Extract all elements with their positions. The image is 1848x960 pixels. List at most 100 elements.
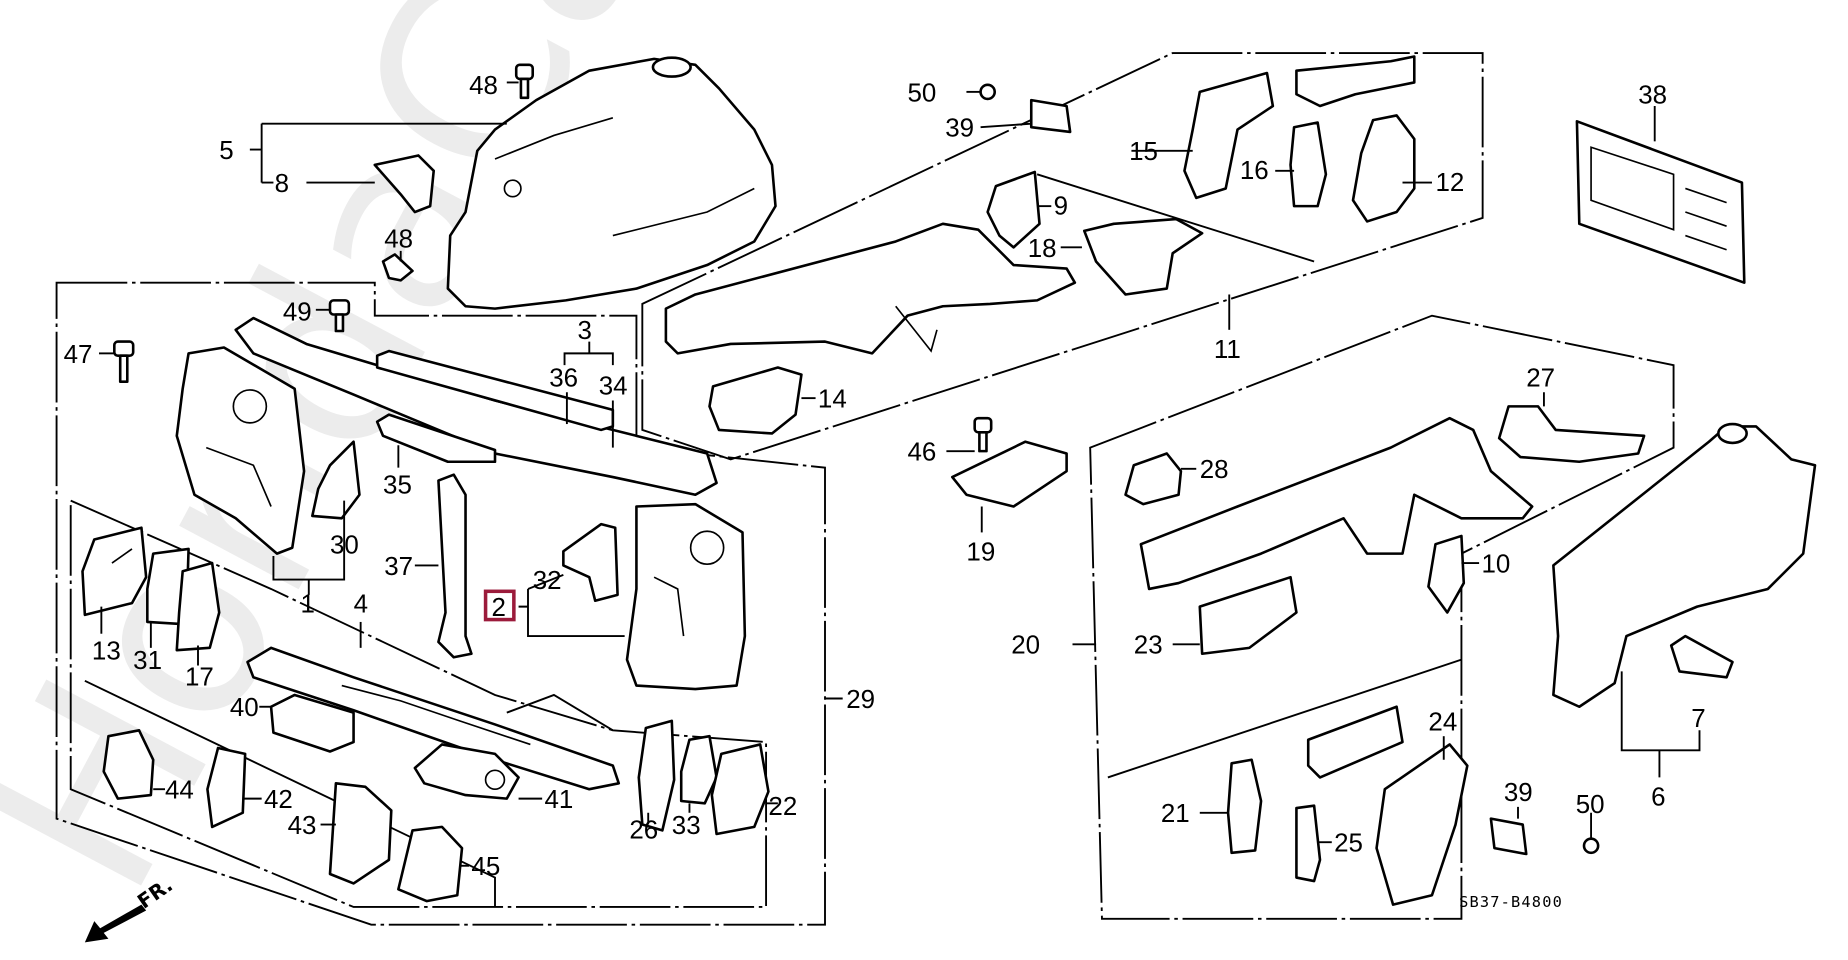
part-19-bracket[interactable] [950, 440, 1068, 508]
part-37-stay[interactable] [437, 473, 473, 659]
label-18[interactable]: 18 [1028, 235, 1057, 263]
part-43-bracket[interactable] [328, 782, 393, 885]
label-23[interactable]: 23 [1134, 632, 1163, 660]
label-50-bottom[interactable]: 50 [1576, 791, 1605, 819]
label-35[interactable]: 35 [383, 472, 412, 500]
label-31[interactable]: 31 [133, 647, 162, 675]
part-rail-stub[interactable] [1306, 705, 1404, 779]
part-28-bracket[interactable] [1124, 452, 1183, 506]
part-12-bracket[interactable] [1351, 114, 1416, 223]
part-46-bolt[interactable] [973, 416, 993, 453]
part-3-upper-crossmember[interactable] [234, 316, 718, 497]
part-13-plate[interactable] [81, 526, 148, 617]
label-37[interactable]: 37 [384, 553, 413, 581]
part-16-plate[interactable] [1289, 121, 1328, 208]
label-48-top[interactable]: 48 [469, 72, 498, 100]
part-32-bracket[interactable] [562, 522, 619, 603]
part-50-nut-top[interactable] [979, 83, 997, 101]
part-30-bracket[interactable] [311, 440, 361, 520]
label-28[interactable]: 28 [1200, 456, 1229, 484]
label-15[interactable]: 15 [1129, 138, 1158, 166]
label-29[interactable]: 29 [846, 686, 875, 714]
part-42-plate[interactable] [206, 746, 247, 829]
part-47-bolt[interactable] [113, 340, 135, 383]
label-42[interactable]: 42 [264, 786, 293, 814]
label-33[interactable]: 33 [672, 812, 701, 840]
part-18-mount[interactable] [1082, 217, 1204, 296]
label-2[interactable]: 2 [491, 594, 505, 622]
label-34[interactable]: 34 [599, 373, 628, 401]
part-15-bracket[interactable] [1183, 71, 1275, 200]
label-20[interactable]: 20 [1011, 632, 1040, 660]
label-39-bottom[interactable]: 39 [1504, 779, 1533, 807]
label-27[interactable]: 27 [1526, 364, 1555, 392]
part-48-clip[interactable] [381, 253, 414, 282]
label-10[interactable]: 10 [1481, 550, 1510, 578]
label-24[interactable]: 24 [1428, 708, 1457, 736]
label-43[interactable]: 43 [288, 812, 317, 840]
label-40[interactable]: 40 [230, 694, 259, 722]
label-30[interactable]: 30 [330, 532, 359, 560]
part-35-bracket[interactable] [375, 413, 497, 464]
part-21-plate[interactable] [1226, 758, 1263, 855]
part-8-cone[interactable] [373, 154, 436, 214]
label-16[interactable]: 16 [1240, 157, 1269, 185]
part-14-bracket[interactable] [708, 366, 803, 435]
part-2-side-panel[interactable] [625, 502, 747, 691]
label-9[interactable]: 9 [1054, 192, 1068, 220]
part-25-plate[interactable] [1295, 804, 1322, 883]
label-5[interactable]: 5 [219, 137, 233, 165]
part-24-bracket[interactable] [1375, 743, 1469, 906]
label-8[interactable]: 8 [275, 170, 289, 198]
part-4-lower-crossmember[interactable] [246, 646, 621, 791]
label-41[interactable]: 41 [544, 786, 573, 814]
part-6-side-frame[interactable] [1552, 422, 1817, 709]
part-49-bolt[interactable] [328, 299, 351, 333]
part-26-plate[interactable] [637, 719, 676, 832]
part-11-frame-rail[interactable] [664, 222, 1077, 355]
label-21[interactable]: 21 [1161, 800, 1190, 828]
part-7-cone[interactable] [1669, 634, 1734, 679]
part-44-bracket[interactable] [102, 729, 155, 800]
label-22[interactable]: 22 [768, 793, 797, 821]
part-50-bolt-bottom[interactable] [1582, 837, 1600, 855]
label-3[interactable]: 3 [578, 317, 592, 345]
part-40-block[interactable] [269, 693, 355, 753]
label-19[interactable]: 19 [966, 539, 995, 567]
label-7[interactable]: 7 [1691, 705, 1705, 733]
label-12[interactable]: 12 [1436, 169, 1465, 197]
label-46[interactable]: 46 [908, 439, 937, 467]
part-9-bracket[interactable] [986, 170, 1041, 249]
part-10-bracket[interactable] [1427, 534, 1466, 614]
part-1-side-panel[interactable] [175, 346, 306, 555]
part-31-plate[interactable] [146, 547, 190, 626]
label-50-top[interactable]: 50 [908, 79, 937, 107]
part-5-wheelhouse[interactable] [446, 56, 777, 310]
label-32[interactable]: 32 [533, 567, 562, 595]
label-1[interactable]: 1 [301, 591, 315, 619]
label-13[interactable]: 13 [92, 638, 121, 666]
label-47[interactable]: 47 [64, 341, 93, 369]
part-39-plate-bottom[interactable] [1489, 817, 1528, 856]
part-23-bracket[interactable] [1198, 575, 1298, 656]
part-39-plate-top[interactable] [1029, 98, 1072, 134]
label-4[interactable]: 4 [354, 591, 368, 619]
part-48-bolt-top[interactable] [514, 63, 535, 100]
label-25[interactable]: 25 [1334, 830, 1363, 858]
part-38-panel[interactable] [1575, 120, 1746, 284]
label-11[interactable]: 11 [1214, 336, 1241, 364]
part-45-bracket[interactable] [397, 825, 464, 903]
part-33-plate[interactable] [679, 734, 718, 805]
label-26[interactable]: 26 [629, 817, 658, 845]
label-48-clip[interactable]: 48 [384, 225, 413, 253]
label-45[interactable]: 45 [471, 853, 500, 881]
part-41-bracket[interactable] [413, 743, 520, 800]
label-38[interactable]: 38 [1638, 82, 1667, 110]
label-14[interactable]: 14 [818, 386, 847, 414]
part-20-frame-rail[interactable] [1139, 416, 1534, 591]
part-27-bracket[interactable] [1497, 405, 1646, 464]
label-44[interactable]: 44 [165, 777, 194, 805]
label-6[interactable]: 6 [1651, 784, 1665, 812]
part-17-plate[interactable] [175, 561, 221, 652]
label-39-top[interactable]: 39 [945, 115, 974, 143]
